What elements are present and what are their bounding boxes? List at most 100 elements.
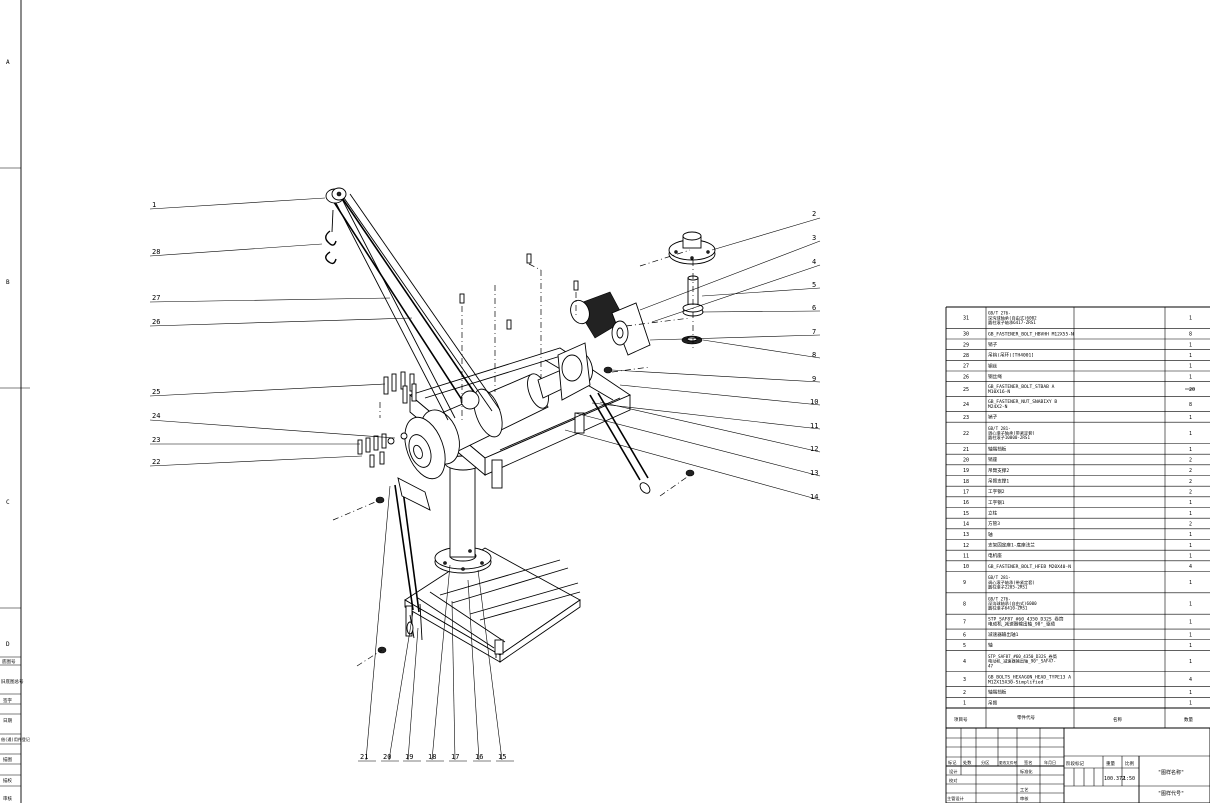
strip-label-5: 借(通)用件登记 — [1, 736, 30, 742]
tb-design: 设计 — [949, 768, 957, 775]
bom-row-name: 轴端挡板 — [988, 689, 1007, 696]
tb-scale-label: 比例 — [1125, 760, 1134, 767]
bom-row-name: 深沟球轴承(自由式)6000 — [988, 600, 1037, 607]
bom-row-qty: 1 — [1189, 431, 1192, 437]
strip-label-7: 描校 — [3, 777, 12, 784]
balloon-1: 1 — [152, 201, 156, 209]
bom-row-qty: 1 — [1189, 316, 1192, 322]
bom-row-qty: 1 — [1189, 643, 1192, 649]
bom-row-name: 工字钢1 — [988, 499, 1005, 506]
bom-row-number: 1 — [963, 701, 966, 707]
bom-row-number: 10 — [963, 564, 969, 570]
motor-gearbox — [557, 291, 651, 401]
leader-lines-bottom — [365, 485, 503, 761]
tb-weight-label: 重量 — [1106, 760, 1115, 767]
bom-row-qty: 8 — [1189, 332, 1192, 338]
exploded-shaft-parts — [668, 231, 716, 350]
strip-label-4: 日期 — [3, 718, 12, 724]
bom-row-name: 47 — [988, 663, 994, 668]
bom-row-name: 轴 — [988, 642, 993, 649]
balloon-10: 10 — [810, 398, 818, 406]
bom-row-qty: 2 — [1189, 458, 1192, 464]
bom-row-name: GB_FASTENER_BOLT_STBAB A — [988, 384, 1055, 390]
bom-row-name: 圆柱滚子2205-2RS1 — [988, 583, 1028, 590]
balloon-3: 3 — [812, 234, 816, 242]
balloon-2: 2 — [812, 210, 816, 218]
bom-row-number: 3 — [963, 677, 966, 683]
bom-row-name: 钢丝 — [988, 362, 998, 369]
strip-label-2: 旧底图总号 — [1, 678, 24, 685]
bom-row-name: GB/T 281- — [988, 426, 1011, 431]
balloon-25: 25 — [152, 388, 160, 396]
bom-row-qty: 1 — [1189, 500, 1192, 506]
tb-weight: 100.372 — [1104, 776, 1125, 782]
bom-row-name: 深沟球轴承(自由式)6002 — [988, 314, 1037, 321]
bom-row-qty: 2 — [1189, 479, 1192, 485]
bom-row-qty: 1 — [1189, 374, 1192, 380]
support-struts — [394, 392, 651, 639]
balloon-7: 7 — [812, 328, 816, 336]
base-frame — [404, 547, 581, 663]
bolts-hardware — [357, 253, 695, 654]
bom-row-name: GB_FASTENER_NUT_SNABIXY B — [988, 399, 1057, 405]
bom-row-qty: 1 — [1189, 532, 1192, 538]
bom-header-no: 项目号 — [954, 717, 968, 723]
bom-row-number: 8 — [963, 601, 966, 607]
bom-row-qty: 1 — [1189, 447, 1192, 453]
strip-label-6: 描图 — [3, 756, 12, 763]
bom-row-qty: 2 — [1189, 490, 1192, 496]
balloon-28: 28 — [152, 248, 160, 256]
bom-row-qty: 1 — [1189, 415, 1192, 421]
bom-row-qty: 1 — [1189, 364, 1192, 370]
bom-row-name: 电动机_减速器输出轴_90°_SAF47- — [988, 658, 1056, 665]
tb-std: 标准化 — [1020, 768, 1033, 775]
bom-row-name: GB_FASTENER_BOLT_HBVHH M12X55-N — [988, 331, 1074, 337]
bom-row-name: 立柱 — [988, 509, 998, 516]
bom-row-number: 11 — [963, 553, 969, 559]
bom-row-qty: 1 — [1189, 353, 1192, 359]
balloons-bottom: 21 20 19 18 17 16 15 — [358, 753, 514, 762]
bom-row-name: 方管3 — [988, 520, 1000, 527]
tb-approve: 审核 — [1020, 795, 1029, 802]
bom-row-number: 16 — [963, 500, 969, 506]
bom-row-qty: 1 — [1189, 553, 1192, 559]
bom-row-name: 钢丝绳 — [988, 373, 1002, 380]
bom-row-qty: 20 — [1189, 387, 1195, 393]
bom-row-qty: 1 — [1189, 620, 1192, 626]
tb-sign: 签名 — [1024, 759, 1032, 766]
crane-assembly: 1 28 27 26 25 24 23 22 2 3 4 5 6 7 8 9 1… — [149, 187, 821, 762]
leader-lines-right — [564, 217, 821, 501]
bom-row-name: 轴端挡板 — [988, 445, 1007, 452]
bom-row-name: 吊钩(吊环)[TH4001] — [988, 352, 1034, 359]
bom-row-name: GB/T 276- — [988, 311, 1011, 316]
balloon-20: 20 — [383, 753, 391, 761]
balloons-right: 2 3 4 5 6 7 8 9 10 11 12 13 14 — [810, 210, 818, 501]
bom-row-name: GB_FASTENER_BOLT_HFEB M20X40-N — [988, 564, 1071, 570]
tb-title-code: "图样代号" — [1158, 790, 1184, 797]
zone-label-c: C — [6, 499, 10, 506]
bom-row-name: 销子 — [988, 341, 998, 348]
balloon-12: 12 — [810, 445, 818, 453]
balloon-5: 5 — [812, 281, 816, 289]
bom-row-number: 23 — [963, 415, 969, 421]
balloon-6: 6 — [812, 304, 816, 312]
bom-row-number: 4 — [963, 659, 966, 665]
bom-row-qty: 1 — [1189, 580, 1192, 586]
bom-row-number: 14 — [963, 521, 969, 527]
strip-label-1: 底图号 — [2, 658, 16, 665]
bom-row-name: STP_SAF87_#60_4350_D32S_卷筒 — [988, 616, 1064, 623]
bom-row-number: 26 — [963, 374, 969, 380]
bom-row-name: 调心滚子轴承(带紧定套) — [988, 579, 1035, 586]
tb-doc: 更改文件号 — [999, 760, 1017, 765]
bom-row-number: 29 — [963, 342, 969, 348]
balloon-23: 23 — [152, 436, 160, 444]
bom-row-name: 圆柱滚子10000-2RS1 — [988, 434, 1030, 441]
bom-header-name: 名称 — [1113, 716, 1122, 723]
bom-row-name: 圆柱滚子轴承6417-ZRS1 — [988, 319, 1036, 326]
bom-row-name: 支架固定座1-底座法兰 — [988, 541, 1035, 548]
bom-row-qty: 1 — [1189, 659, 1192, 665]
bom-row-name: STP_SAF87_#60_4350_D32S_卷筒 — [988, 653, 1057, 660]
bom-row-name: 工字钢2 — [988, 488, 1005, 495]
bom-row-qty: 1 — [1189, 342, 1192, 348]
